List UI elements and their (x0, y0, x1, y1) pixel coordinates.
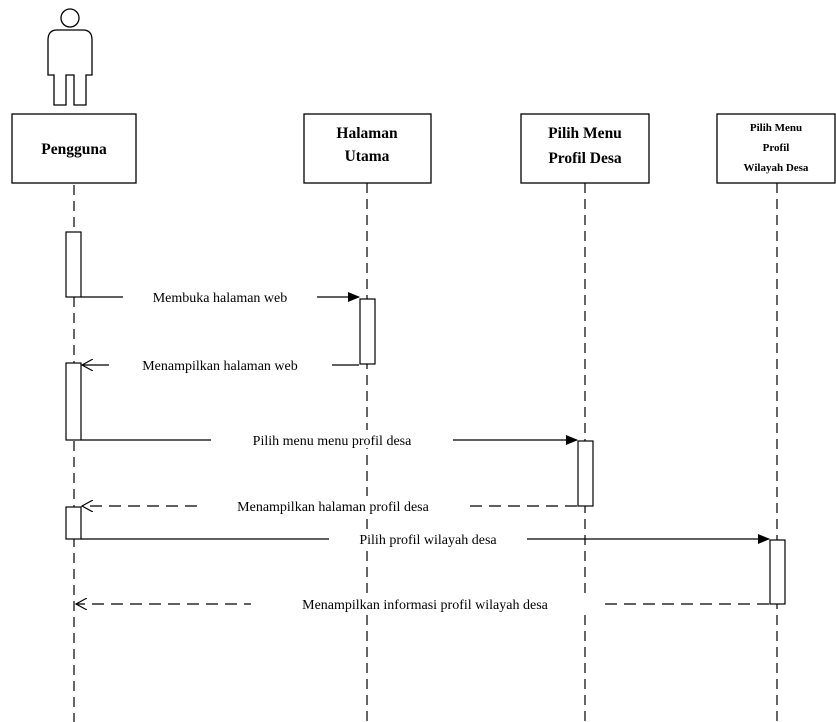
actor-icon (47, 8, 93, 106)
message-text: Menampilkan halaman web (142, 359, 298, 374)
activation-pengguna-3 (65, 506, 82, 540)
message-label-4: Menampilkan halaman profil desa (197, 496, 470, 515)
message-text: Pilih menu menu profil desa (253, 434, 412, 449)
message-label-3: Pilih menu menu profil desa (211, 430, 453, 449)
participant-label-line2: Profil Desa (548, 150, 622, 167)
activation-bars (65, 231, 786, 605)
participant-label-line2: Utama (345, 148, 390, 165)
participant-pengguna: Pengguna (11, 113, 137, 184)
participant-label-line1: Halaman (336, 125, 398, 142)
participant-halaman-utama: Halaman Utama (303, 113, 432, 184)
lifelines (73, 183, 778, 722)
message-text: Menampilkan informasi profil wilayah des… (302, 598, 548, 613)
messages (76, 292, 770, 604)
activation-halaman-utama (359, 298, 376, 365)
activation-pengguna-1 (65, 231, 82, 298)
message-text: Menampilkan halaman profil desa (237, 500, 429, 515)
message-text: Membuka halaman web (153, 291, 288, 306)
message-text: Pilih profil wilayah desa (359, 533, 497, 548)
message-label-6: Menampilkan informasi profil wilayah des… (251, 594, 600, 613)
message-label-2: Menampilkan halaman web (109, 355, 332, 374)
message-label-5: Pilih profil wilayah desa (329, 529, 527, 548)
activation-menu-profil-desa (577, 440, 594, 507)
participant-menu-profil-wilayah: Pilih Menu Profil Wilayah Desa (716, 113, 836, 184)
participant-label-line1: Pilih Menu (548, 125, 622, 142)
participant-label-line2: Profil (763, 142, 790, 154)
participant-label-line3: Wilayah Desa (744, 162, 809, 174)
message-label-1: Membuka halaman web (123, 287, 317, 306)
participant-label-line1: Pilih Menu (750, 122, 802, 134)
participant-menu-profil-desa: Pilih Menu Profil Desa (520, 113, 650, 184)
participant-label: Pengguna (41, 141, 107, 158)
activation-menu-profil-wilayah (769, 539, 786, 605)
activation-pengguna-2 (65, 362, 82, 441)
